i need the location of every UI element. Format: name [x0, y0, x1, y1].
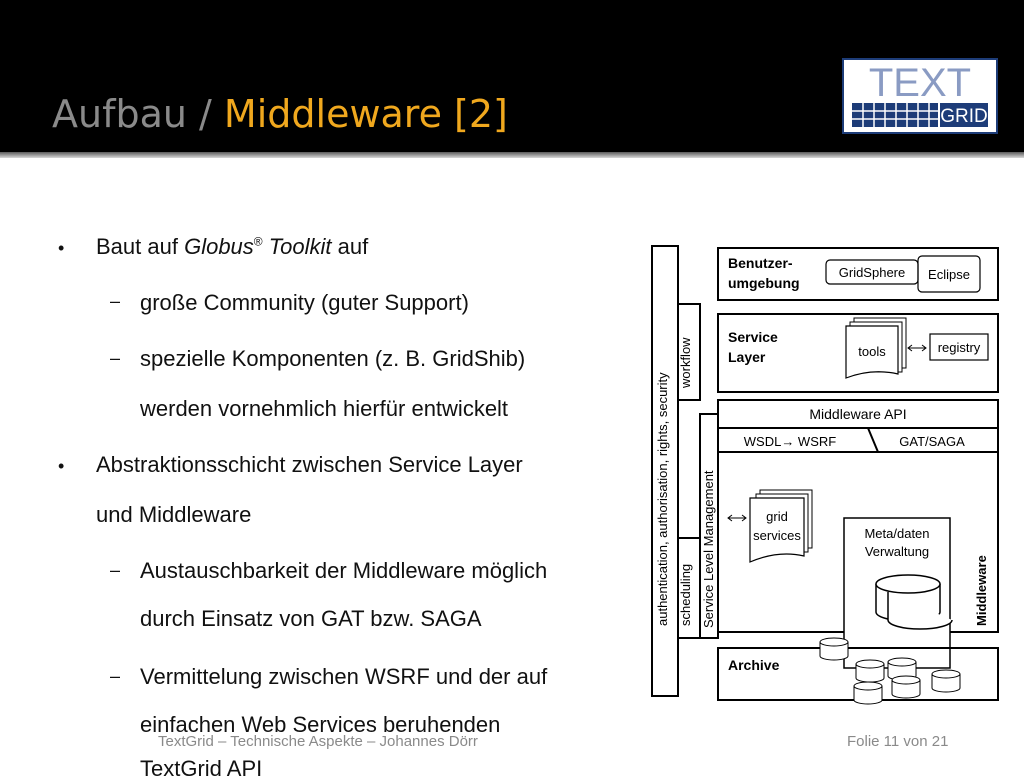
metadata-database-icon [875, 574, 953, 630]
bullet-1-text-a: Baut auf [96, 234, 185, 259]
architecture-diagram: authentication, authorisation, rights, s… [650, 238, 1010, 708]
textgrid-logo-graphic: TEXT GRID [842, 58, 998, 134]
wsdl-wsrf-label: WSDL→ WSRF [744, 434, 837, 449]
bullet-marker: • [58, 238, 65, 258]
grid-services-label-2: services [753, 528, 801, 543]
bullet-1-registered: ® [253, 234, 263, 249]
textgrid-logo: TEXT GRID [842, 58, 998, 134]
archive-database-icons [819, 637, 961, 705]
logo-text-top: TEXT [869, 61, 971, 105]
logo-grid-box [940, 103, 988, 127]
bullet-1-toolkit: Toolkit [262, 234, 332, 259]
sub-bullet-4-line-2: einfachen Web Services beruhenden [140, 712, 501, 737]
logo-text-bottom: GRID [940, 106, 988, 127]
grid-services-stack [749, 489, 813, 563]
grid-services-label-1: grid [766, 509, 788, 524]
archive-label: Archive [728, 657, 780, 673]
footer-slide-number: Folie 11 von 21 [847, 733, 949, 750]
eclipse-box [917, 255, 981, 293]
user-environment-label-2: umgebung [728, 275, 800, 291]
slm-label: Service Level Management [701, 470, 716, 628]
middleware-api-label: Middleware API [809, 406, 906, 422]
user-environment-label-1: Benutzer- [728, 255, 793, 271]
title-bar-rule [0, 152, 1024, 158]
scheduling-label: scheduling [678, 564, 693, 626]
logo-grid-pattern [852, 103, 938, 127]
user-environment-box [717, 247, 999, 301]
service-layer-label-2: Layer [728, 349, 766, 365]
service-layer-box [717, 313, 999, 393]
sub-bullet-marker: – [110, 560, 121, 580]
slide-title-prefix: Aufbau / [52, 92, 224, 136]
slide-title: Aufbau / Middleware [2] [52, 92, 508, 136]
sub-bullet-2-line-1: spezielle Komponenten (z. B. GridShib) [140, 346, 526, 371]
sub-bullet-marker: – [110, 348, 121, 368]
bullet-2-line-2: und Middleware [96, 502, 252, 527]
sub-bullet-marker: – [110, 291, 121, 311]
sub-bullet-3-line-2: durch Einsatz von GAT bzw. SAGA [140, 606, 482, 631]
workflow-label: workflow [678, 337, 693, 389]
sub-bullet-marker: – [110, 666, 121, 686]
service-layer-label-1: Service [728, 329, 778, 345]
bullet-2-line-1: Abstraktionsschicht zwischen Service Lay… [96, 452, 523, 477]
bullet-list: • Baut auf Globus® Toolkit auf – große C… [58, 234, 548, 781]
sub-bullet-1: große Community (guter Support) [140, 290, 469, 315]
sub-bullet-2-line-2: werden vornehmlich hierfür entwickelt [140, 396, 509, 421]
tools-label: tools [858, 344, 886, 359]
architecture-diagram-graphic: authentication, authorisation, rights, s… [650, 238, 1010, 708]
registry-label: registry [938, 340, 981, 355]
footer-presentation-info: TextGrid – Technische Aspekte – Johannes… [158, 733, 478, 750]
tools-stack [845, 317, 907, 379]
metadata-label-1: Meta/daten [864, 526, 929, 541]
eclipse-label: Eclipse [928, 267, 970, 282]
workflow-bar [677, 303, 701, 401]
middleware-side-label: Middleware [974, 555, 989, 626]
security-bar [651, 245, 679, 697]
bullet-marker: • [58, 456, 65, 476]
wsrf-gat-divider [867, 427, 879, 453]
gat-saga-label: GAT/SAGA [899, 434, 965, 449]
slide-title-main: Middleware [2] [223, 92, 508, 136]
gridsphere-label: GridSphere [839, 265, 905, 280]
registry-box [929, 333, 989, 361]
sub-bullet-3-line-1: Austauschbarkeit der Middleware möglich [140, 558, 548, 583]
bullet-1: Baut auf Globus® Toolkit auf [96, 234, 368, 260]
bullet-1-globus: Globus [184, 234, 254, 259]
sub-bullet-4-line-1: Vermittelung zwischen WSRF und der auf [140, 664, 548, 689]
bullet-1-text-b: auf [331, 234, 369, 259]
metadata-label-2: Verwaltung [865, 544, 929, 559]
sub-bullet-4-line-3: TextGrid API [140, 756, 263, 781]
security-label: authentication, authorisation, rights, s… [655, 372, 670, 626]
